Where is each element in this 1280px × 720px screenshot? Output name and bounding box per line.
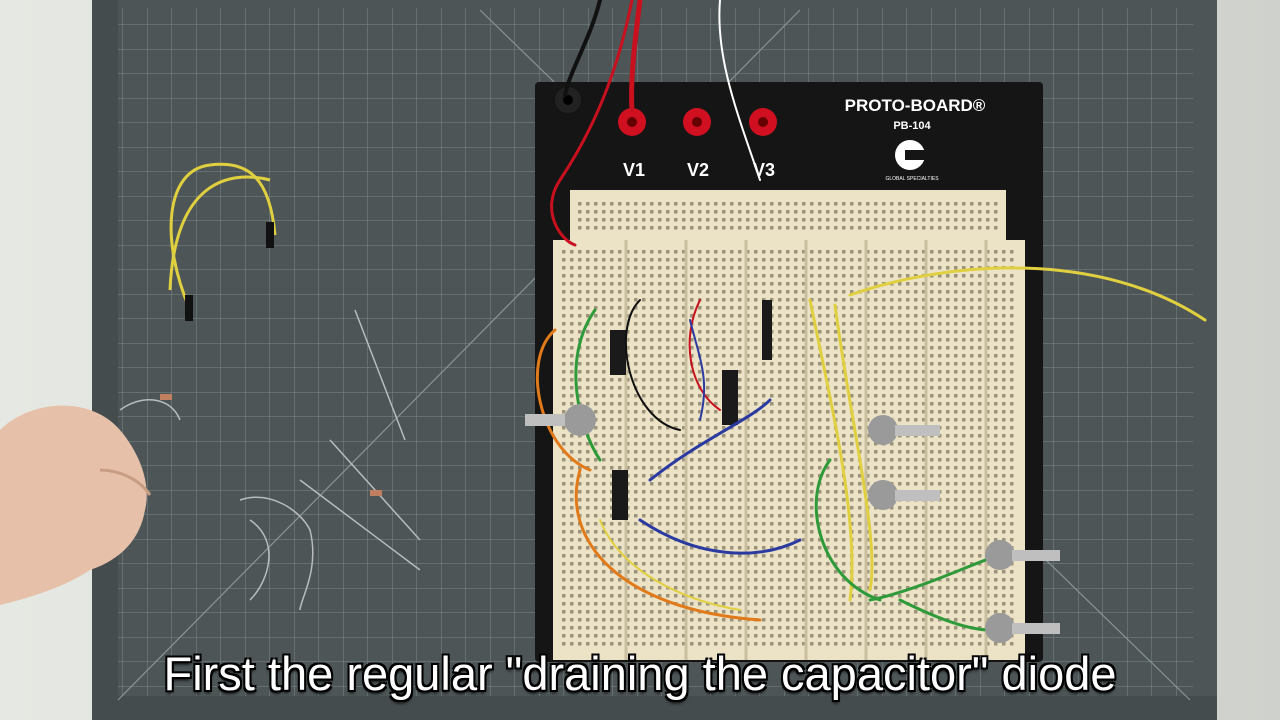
- loose-components: [119, 309, 421, 611]
- terminal-v2[interactable]: [683, 108, 711, 136]
- terminal-label-v2: V2: [687, 160, 709, 180]
- terminal-v3[interactable]: [749, 108, 777, 136]
- video-caption: First the regular "draining the capacito…: [163, 647, 1117, 700]
- global-specialties-logo: [895, 140, 927, 170]
- terminal-ground[interactable]: [555, 87, 581, 113]
- board-brand: PROTO-BOARD®: [845, 96, 986, 115]
- jumper-wires: [535, 0, 1207, 632]
- board-model: PB-104: [893, 120, 931, 132]
- terminal-v1[interactable]: [618, 108, 646, 136]
- ic-chips: [610, 300, 772, 520]
- breadboard: [553, 190, 1025, 660]
- terminal-label-v3: V3: [753, 160, 775, 180]
- board-maker: GLOBAL SPECIALTIES: [885, 176, 939, 182]
- loose-jumper-wire: [168, 162, 277, 321]
- terminal-label-v1: V1: [623, 160, 645, 180]
- hand: [0, 405, 152, 605]
- potentiometers: [525, 404, 1060, 643]
